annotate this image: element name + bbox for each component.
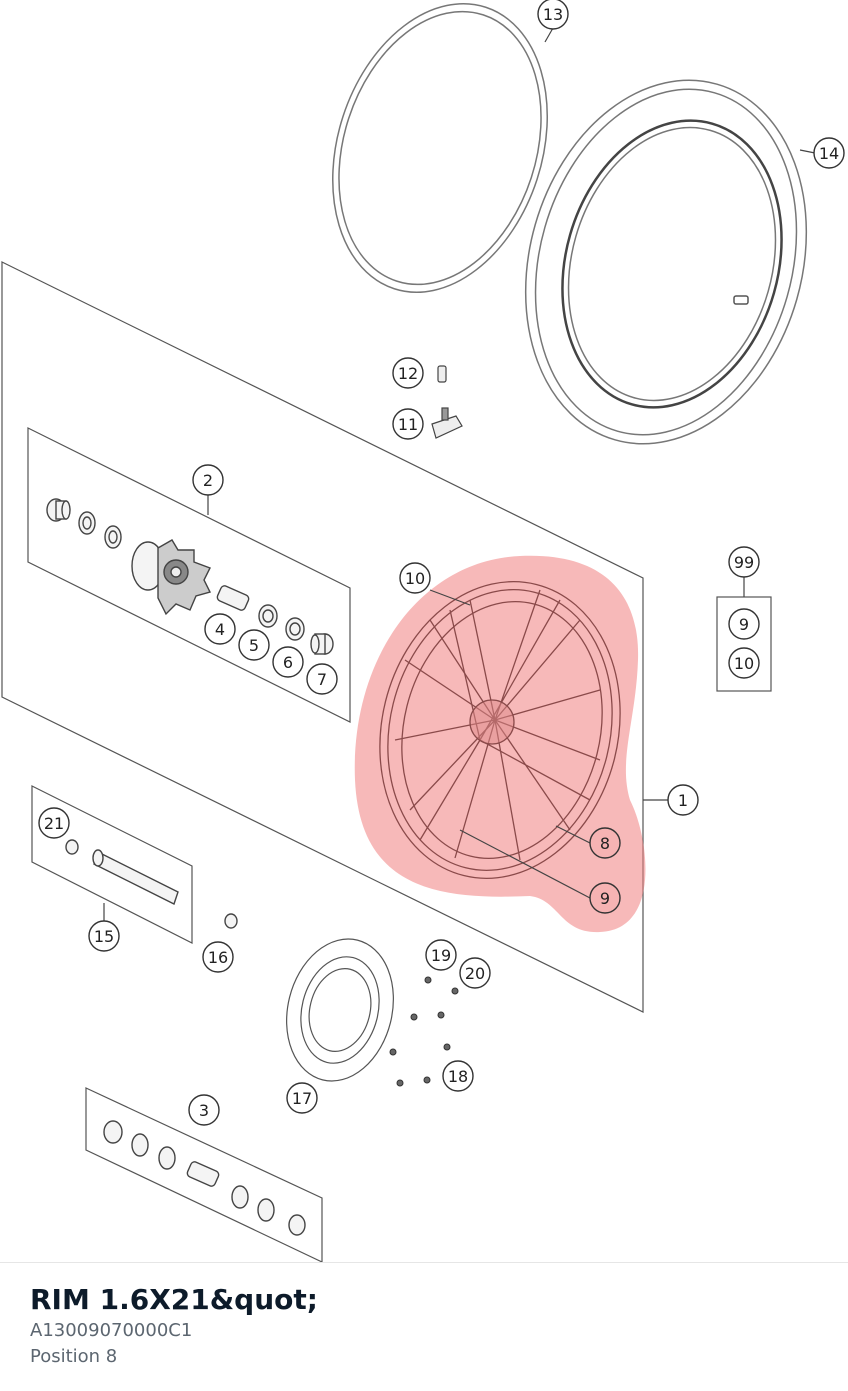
callout-3-label: 3 <box>199 1101 209 1120</box>
callout-20[interactable]: 20 <box>459 957 491 989</box>
tire-drawing[interactable] <box>484 47 847 478</box>
callout-16-label: 16 <box>208 948 228 967</box>
callout-18-label: 18 <box>448 1067 468 1086</box>
bearing-kit-drawing[interactable] <box>103 1120 306 1236</box>
brake-disc-drawing[interactable] <box>272 928 408 1093</box>
callout-6-label: 6 <box>283 653 293 672</box>
bearing-kit-frame <box>85 1087 323 1262</box>
callout-9-kit[interactable]: 9 <box>728 608 760 640</box>
callout-5[interactable]: 5 <box>238 629 270 661</box>
callout-8-label: 8 <box>600 834 610 853</box>
callout-16[interactable]: 16 <box>202 941 234 973</box>
exploded-parts-diagram: 13 14 12 11 2 4 5 6 7 10 99 9 10 1 8 9 2… <box>1 0 847 1262</box>
bolts-drawing[interactable] <box>389 976 459 1087</box>
part-position: Position 8 <box>30 1346 118 1367</box>
rim-highlight[interactable] <box>354 555 646 933</box>
callout-6[interactable]: 6 <box>272 646 304 678</box>
callout-14-label: 14 <box>819 144 839 163</box>
callout-10-kit-label: 10 <box>734 654 754 673</box>
leader-lines <box>103 27 816 921</box>
callout-3[interactable]: 3 <box>188 1094 220 1126</box>
hub-frame <box>27 427 351 723</box>
callout-10-wheel[interactable]: 10 <box>399 562 431 594</box>
part-number: A13009070000C1 <box>30 1320 193 1341</box>
callout-2[interactable]: 2 <box>192 464 224 496</box>
callout-9-wheel[interactable]: 9 <box>589 882 621 914</box>
callout-1-label: 1 <box>678 791 688 810</box>
inner-tube-drawing[interactable] <box>297 0 582 320</box>
callout-10-kit[interactable]: 10 <box>728 647 760 679</box>
assembly-frame <box>1 261 644 1013</box>
callout-7[interactable]: 7 <box>306 663 338 695</box>
wheel-drawing[interactable] <box>349 556 651 904</box>
callout-14[interactable]: 14 <box>813 137 845 169</box>
callout-4[interactable]: 4 <box>204 613 236 645</box>
callout-99-label: 99 <box>734 553 754 572</box>
callout-21-label: 21 <box>44 814 64 833</box>
callout-15[interactable]: 15 <box>88 920 120 952</box>
callout-19-label: 19 <box>431 946 451 965</box>
hub-parts-drawing[interactable] <box>46 498 334 655</box>
callout-9-wheel-label: 9 <box>600 889 610 908</box>
callout-12[interactable]: 12 <box>392 357 424 389</box>
callout-19[interactable]: 19 <box>425 939 457 971</box>
callout-1[interactable]: 1 <box>667 784 699 816</box>
callout-20-label: 20 <box>465 964 485 983</box>
valve-parts-drawing[interactable] <box>431 365 463 439</box>
callout-11-label: 11 <box>398 415 418 434</box>
callout-7-label: 7 <box>317 670 327 689</box>
callout-12-label: 12 <box>398 364 418 383</box>
axle-frame <box>31 785 193 944</box>
callout-5-label: 5 <box>249 636 259 655</box>
callout-9-kit-label: 9 <box>739 615 749 634</box>
callout-8[interactable]: 8 <box>589 827 621 859</box>
callout-13-label: 13 <box>543 5 563 24</box>
part-info-panel: RIM 1.6X21&quot; A13009070000C1 Position… <box>0 1262 848 1391</box>
callout-13[interactable]: 13 <box>537 0 569 30</box>
callout-15-label: 15 <box>94 927 114 946</box>
callout-17[interactable]: 17 <box>286 1082 318 1114</box>
callout-18[interactable]: 18 <box>442 1060 474 1092</box>
callout-17-label: 17 <box>292 1089 312 1108</box>
callout-21[interactable]: 21 <box>38 807 70 839</box>
callout-11[interactable]: 11 <box>392 408 424 440</box>
callout-10-wheel-label: 10 <box>405 569 425 588</box>
callout-99[interactable]: 99 <box>728 546 760 578</box>
callout-4-label: 4 <box>215 620 225 639</box>
axle-drawing[interactable] <box>65 839 238 929</box>
callout-2-label: 2 <box>203 471 213 490</box>
part-title: RIM 1.6X21&quot; <box>30 1283 318 1316</box>
